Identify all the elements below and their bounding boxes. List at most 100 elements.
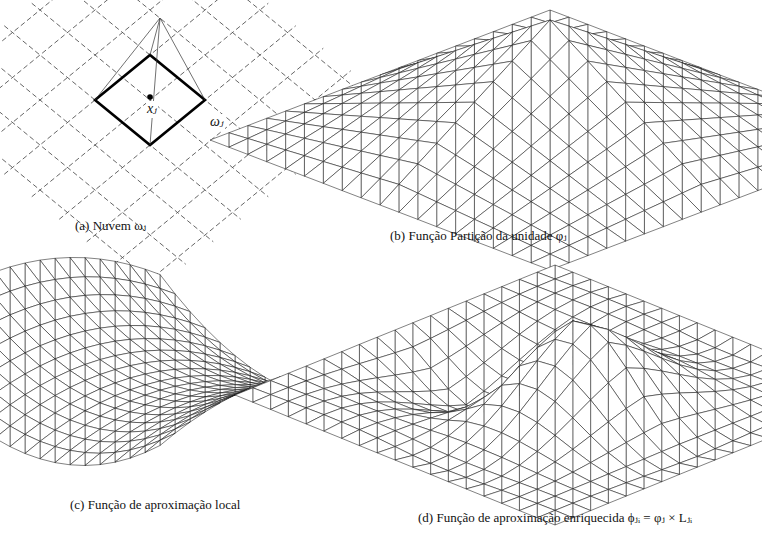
mesh-facet	[395, 392, 413, 404]
mesh-facet	[145, 312, 160, 327]
mesh-facet	[0, 426, 10, 447]
mesh-facet	[115, 422, 130, 432]
mesh-facet	[502, 366, 520, 385]
mesh-facet	[220, 376, 235, 381]
panel-caption: (b) Função Partição da unidade φⱼ	[390, 228, 567, 244]
mesh-facet	[663, 202, 682, 227]
mesh-facet	[145, 407, 160, 415]
mesh-facet	[342, 93, 361, 103]
mesh-facet	[267, 150, 286, 169]
mesh-facet	[682, 77, 701, 90]
mesh-facet	[531, 254, 550, 270]
mesh-facet	[758, 95, 762, 104]
mesh-facet	[55, 280, 70, 301]
mesh-facet	[682, 88, 701, 103]
mesh-facet	[644, 71, 663, 87]
mesh-facet	[130, 281, 145, 299]
mesh-facet	[190, 360, 205, 369]
mesh-facet	[145, 405, 160, 414]
mesh-facet	[160, 399, 175, 407]
mesh-facet	[175, 340, 190, 352]
mesh-facet	[418, 202, 437, 227]
mesh-facet	[484, 385, 502, 406]
mesh-facet	[456, 83, 475, 102]
mesh-facet	[130, 446, 145, 458]
hat-edge	[95, 18, 160, 100]
mesh-facet	[399, 88, 418, 103]
node-label: xⱼ	[146, 101, 158, 118]
mesh-facet	[288, 408, 306, 424]
mesh-facet	[758, 147, 762, 167]
mesh-facet	[342, 173, 361, 198]
mesh-facet	[715, 449, 733, 460]
mesh-facet	[145, 414, 160, 423]
cloud-outline	[95, 55, 205, 145]
mesh-facet	[190, 360, 205, 369]
mesh-facet	[607, 64, 626, 83]
mesh-facet	[85, 258, 100, 277]
mesh-facet	[130, 326, 145, 340]
mesh-facet	[377, 392, 395, 402]
mesh-facet	[304, 162, 323, 184]
mesh-facet	[663, 103, 682, 122]
mesh-facet	[758, 95, 762, 104]
mesh-facet	[607, 64, 626, 83]
mesh-facet	[130, 412, 145, 422]
mesh-facet	[739, 173, 758, 198]
partition-of-unity-surface	[210, 10, 762, 270]
mesh-facet	[626, 67, 645, 85]
mesh-facet	[248, 144, 267, 161]
local-approximation-surface	[0, 258, 430, 466]
mesh-facet	[115, 295, 130, 311]
mesh-facet	[626, 67, 645, 85]
mesh-facet	[220, 385, 235, 389]
mesh-facet	[437, 102, 456, 122]
mesh-facet	[739, 93, 758, 103]
mesh-facet	[205, 369, 220, 376]
mesh-facet	[100, 442, 115, 454]
mesh-facet	[701, 90, 720, 103]
mesh-facet	[395, 392, 413, 404]
mesh-facet	[437, 71, 456, 87]
mesh-facet	[100, 295, 115, 311]
mesh-facet	[474, 64, 493, 83]
mesh-facet	[145, 326, 160, 339]
mesh-facet	[115, 311, 130, 327]
mesh-facet	[160, 407, 175, 415]
mesh-facet	[456, 67, 475, 85]
mesh-facet	[100, 277, 115, 295]
panel-caption: (a) Nuvem ωⱼ	[75, 218, 146, 234]
mesh-facet	[130, 422, 145, 432]
mesh-facet	[145, 339, 160, 351]
mesh-facet	[253, 395, 271, 410]
mesh-facet	[701, 103, 720, 119]
mesh-facet	[380, 90, 399, 103]
mesh-facet	[431, 410, 449, 412]
mesh-facet	[235, 381, 250, 385]
mesh-facet	[720, 179, 739, 205]
mesh-facet	[682, 120, 701, 140]
mesh-facet	[304, 97, 323, 104]
mesh-facet	[644, 85, 663, 103]
mesh-facet	[175, 340, 190, 352]
mesh-facet	[437, 85, 456, 103]
mesh-facet	[25, 441, 40, 459]
mesh-facet	[679, 375, 697, 393]
mesh-facet	[205, 403, 220, 412]
mesh-facet	[626, 83, 645, 102]
grid-line	[87, 48, 324, 242]
mesh-facet	[644, 351, 662, 371]
mesh-facet	[160, 327, 175, 340]
mesh-facet	[205, 369, 220, 376]
grid-line	[0, 0, 158, 107]
mesh-facet	[85, 258, 100, 277]
mesh-facet	[10, 434, 25, 453]
mesh-facet	[682, 88, 701, 103]
mesh-facet	[380, 90, 399, 103]
mesh-facet	[758, 104, 762, 116]
mesh-facet	[395, 402, 413, 409]
mesh-facet	[115, 278, 130, 296]
mesh-facet	[130, 296, 145, 312]
mesh-facet	[431, 391, 449, 406]
mesh-facet	[663, 87, 682, 103]
